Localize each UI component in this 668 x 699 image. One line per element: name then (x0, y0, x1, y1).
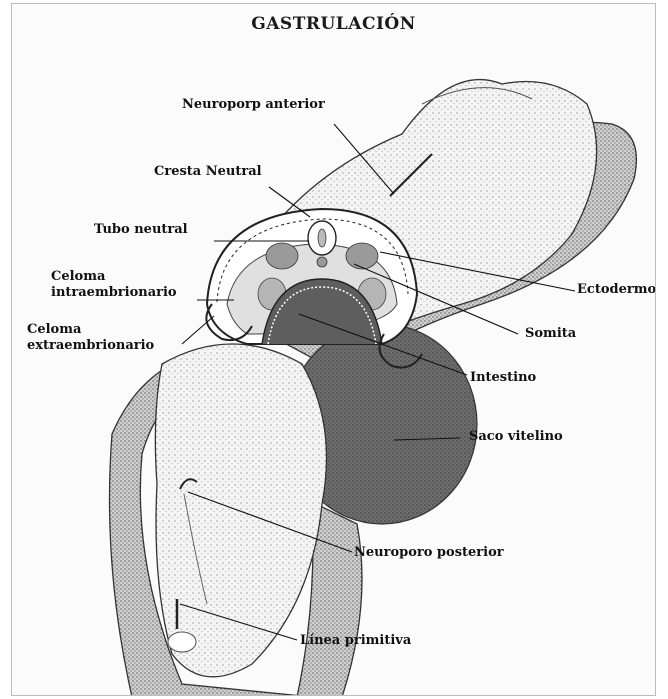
label-intraembryonic-coelom-1: Celoma (51, 269, 105, 285)
gastrulation-figure: GASTRULACIÓN (11, 3, 656, 696)
label-posterior-neuropore: Neuroporo posterior (354, 545, 504, 561)
label-extraembryonic-coelom-2: extraembrionario (27, 338, 154, 354)
caudal-region (155, 344, 326, 677)
label-intestine: Intestino (470, 370, 536, 386)
label-primitive-streak: Línea primitiva (300, 633, 411, 649)
notochord (317, 257, 327, 267)
label-neural-crest: Cresta Neutral (154, 164, 262, 180)
label-neural-tube: Tubo neutral (94, 222, 188, 238)
label-yolk-sac: Saco vitelino (469, 429, 563, 445)
somite-right (346, 243, 378, 269)
label-anterior-neuropore: Neuroporp anterior (182, 97, 325, 113)
label-intraembryonic-coelom-2: intraembrionario (51, 285, 177, 301)
label-extraembryonic-coelom-1: Celoma (27, 322, 81, 338)
label-ectoderm: Ectodermo (577, 282, 656, 298)
label-somite: Somita (525, 326, 576, 342)
somite-left (266, 243, 298, 269)
